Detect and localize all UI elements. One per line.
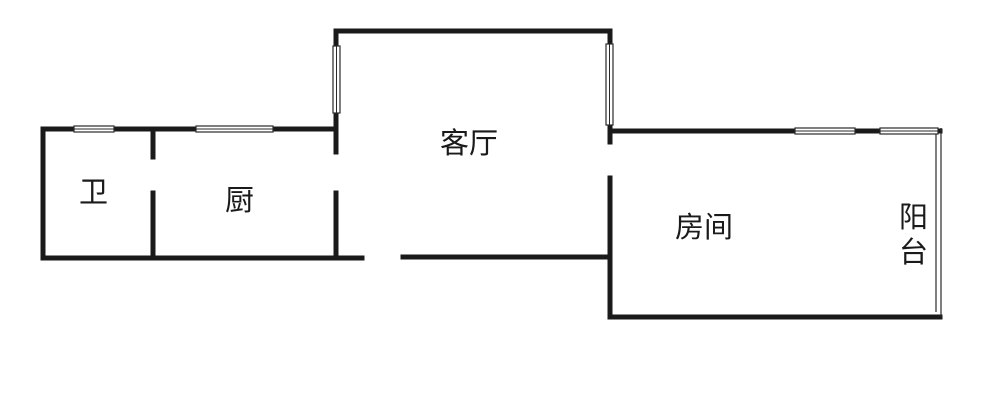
window-bathroom (73, 125, 115, 133)
balcony-edge (935, 128, 942, 317)
window-bedroom (794, 127, 856, 135)
living-room-label: 客厅 (440, 126, 498, 160)
balcony-label-bottom: 台 (899, 235, 928, 269)
window-living-right (605, 43, 614, 126)
bedroom-label: 房间 (675, 210, 733, 244)
kitchen-label: 厨 (225, 183, 254, 217)
window-kitchen (195, 125, 274, 133)
bathroom-label: 卫 (79, 175, 108, 209)
bedroom-walls (607, 128, 943, 320)
window-balcony-top (879, 127, 939, 135)
balcony-label-top: 阳 (899, 200, 928, 234)
window-living-left (332, 45, 341, 114)
